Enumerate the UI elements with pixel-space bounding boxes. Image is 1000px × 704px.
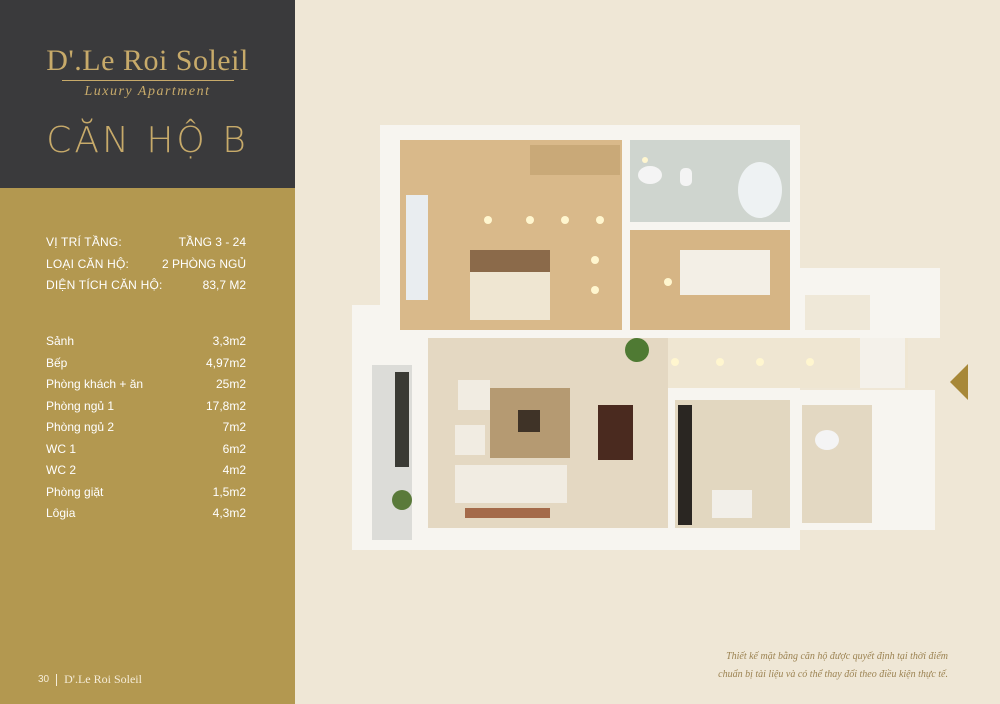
footer-brand: D'.Le Roi Soleil: [64, 672, 142, 686]
bathtub: [738, 162, 782, 218]
tv-rug: [465, 508, 550, 518]
area-value: 4,3m2: [212, 506, 246, 520]
area-value: 25m2: [215, 377, 246, 391]
info-label: VỊ TRÍ TẦNG:: [46, 235, 122, 249]
armchair-1: [458, 380, 490, 410]
laundry: [805, 295, 870, 330]
info-label: DIỆN TÍCH CĂN HỘ:: [46, 278, 163, 292]
plant-icon: [625, 338, 649, 362]
wardrobe: [530, 145, 620, 175]
unit-title: CĂN HỘ B: [46, 120, 249, 161]
disclaimer-note: Thiết kế mặt bằng căn hộ được quyết định…: [600, 648, 948, 684]
area-row: Lôgia 4,3m2: [46, 503, 246, 525]
sink: [638, 166, 662, 184]
dining-table: [598, 405, 633, 460]
disclaimer-line: Thiết kế mặt bằng căn hộ được quyết định…: [726, 651, 948, 662]
floor-plan-illustration: [352, 125, 940, 550]
area-value: 4,97m2: [205, 355, 246, 370]
ceiling-lights: [484, 157, 814, 366]
page-number: 30: [38, 673, 58, 686]
area-row: Sảnh 3,3m2: [46, 331, 246, 353]
sink-2: [815, 430, 839, 450]
area-value: 6m2: [222, 441, 246, 456]
brand-tagline: Luxury Apartment: [84, 84, 211, 99]
loggia-screen: [395, 372, 409, 467]
bed-2: [680, 250, 770, 295]
info-row: DIỆN TÍCH CĂN HỘ: 83,7 M2: [46, 275, 246, 297]
area-value: 4m2: [222, 463, 246, 477]
kitchen-counter: [678, 405, 692, 525]
info-value: 2 PHÒNG NGỦ: [161, 256, 246, 271]
wc-2: [802, 405, 872, 523]
page-footer: 30 D'.Le Roi Soleil: [38, 672, 142, 687]
bedroom-window: [406, 195, 428, 300]
brand-divider: [62, 80, 234, 81]
coffee-table: [518, 410, 540, 432]
brand-logo: D'.Le Roi Soleil: [46, 44, 249, 77]
area-row: Phòng ngủ 1 17,8m2: [46, 396, 246, 418]
info-row: LOẠI CĂN HỘ: 2 PHÒNG NGỦ: [46, 254, 246, 276]
plant-icon: [392, 490, 412, 510]
bed-1-throw: [470, 250, 550, 272]
area-value: 17,8m2: [205, 398, 246, 413]
area-list: Sảnh 3,3m2 Bếp 4,97m2 Phòng khách + ăn 25m2…: [46, 331, 246, 525]
area-row: WC 2 4m2: [46, 460, 246, 482]
area-name: Lôgia: [46, 506, 76, 520]
area-value: 3,3m2: [212, 334, 246, 348]
disclaimer-line: chuẩn bị tài liệu và có thể thay đổi the…: [718, 669, 948, 680]
area-row: Phòng ngủ 2 7m2: [46, 417, 246, 439]
toilet: [680, 168, 692, 186]
area-name: Sảnh: [46, 334, 75, 348]
kitchen-island: [712, 490, 752, 518]
direction-arrow-icon: [950, 364, 968, 400]
info-value: TẦNG 3 - 24: [178, 235, 246, 249]
area-row: Phòng giặt 1,5m2: [46, 482, 246, 504]
area-name: Phòng ngủ 2: [46, 420, 115, 434]
info-row: VỊ TRÍ TẦNG: TẦNG 3 - 24: [46, 232, 246, 254]
info-value: 83,7 M2: [202, 278, 246, 292]
area-value: 7m2: [222, 420, 246, 434]
brand-header: D'.Le Roi Soleil Luxury Apartment CĂN HỘ…: [0, 0, 295, 188]
area-name: Bếp: [46, 355, 68, 370]
unit-info-list: VỊ TRÍ TẦNG: TẦNG 3 - 24 LOẠI CĂN HỘ: 2 …: [46, 232, 246, 297]
area-name: Phòng ngủ 1: [46, 398, 115, 413]
armchair-2: [455, 425, 485, 455]
area-row: Bếp 4,97m2: [46, 353, 246, 375]
info-panel: D'.Le Roi Soleil Luxury Apartment CĂN HỘ…: [0, 0, 295, 704]
area-row: Phòng khách + ăn 25m2: [46, 374, 246, 396]
area-row: WC 1 6m2: [46, 439, 246, 461]
area-name: Phòng khách + ăn: [46, 377, 144, 391]
area-value: 1,5m2: [212, 484, 246, 499]
sofa: [455, 465, 567, 503]
area-name: WC 1: [46, 441, 76, 456]
area-name: Phòng giặt: [46, 484, 104, 499]
area-name: WC 2: [46, 463, 76, 477]
entry-door: [860, 338, 905, 388]
info-label: LOẠI CĂN HỘ:: [46, 256, 130, 271]
